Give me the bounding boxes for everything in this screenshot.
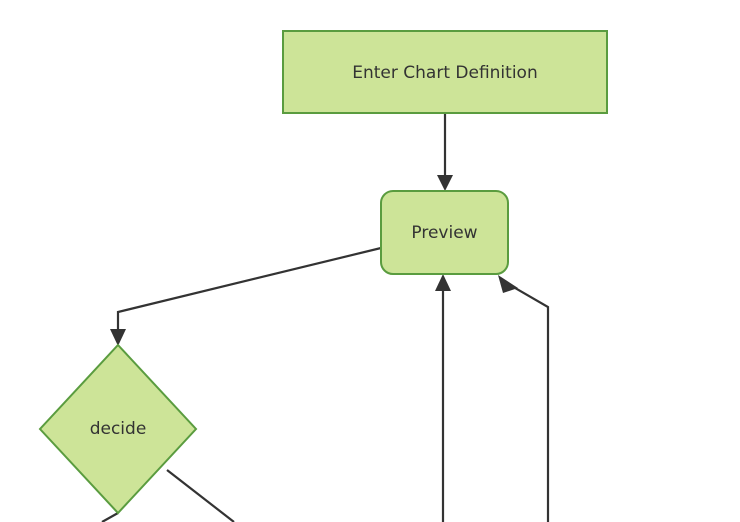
- edge-decide-bottom-out[interactable]: [101, 512, 119, 522]
- node-layer: Enter Chart Definition Preview decide: [38, 30, 608, 515]
- node-label: decide: [90, 419, 147, 439]
- node-rect: [380, 190, 509, 275]
- node-label: Preview: [411, 223, 477, 243]
- edge-preview-to-decide[interactable]: [110, 246, 382, 346]
- node-label: Enter Chart Definition: [352, 63, 537, 83]
- edge-enter-to-preview[interactable]: [437, 113, 453, 191]
- node-preview[interactable]: Preview: [380, 190, 509, 275]
- edge-line: [166, 469, 235, 522]
- arrowhead-up-icon: [435, 274, 451, 291]
- edge-bottom-right-to-preview[interactable]: [498, 275, 550, 522]
- node-decide[interactable]: decide: [38, 343, 198, 515]
- edge-line: [502, 280, 550, 522]
- node-rect: [282, 30, 608, 114]
- node-diamond: [38, 343, 198, 515]
- edge-decide-right-out[interactable]: [166, 469, 235, 522]
- edge-layer: [101, 113, 550, 522]
- edge-line: [116, 246, 382, 338]
- arrowhead-down-icon: [110, 329, 126, 346]
- node-enter-chart-definition[interactable]: Enter Chart Definition: [282, 30, 608, 114]
- edge-bottom-center-to-preview[interactable]: [435, 274, 451, 522]
- arrowhead-down-icon: [437, 175, 453, 191]
- arrowhead-up-left-icon: [498, 275, 518, 293]
- edge-line: [101, 512, 119, 522]
